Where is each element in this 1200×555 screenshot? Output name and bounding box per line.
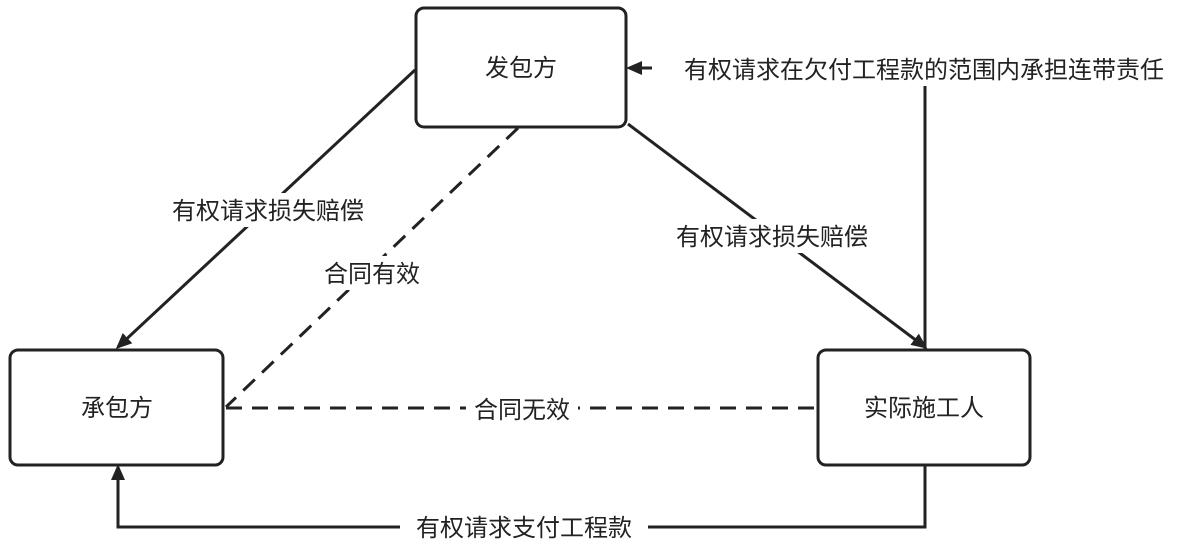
edge-label: 合同无效 (474, 396, 570, 424)
label-owner-to-contractor: 有权请求损失赔偿 (157, 193, 379, 227)
edge-label: 有权请求损失赔偿 (172, 197, 364, 225)
label-builder-to-contractor: 有权请求支付工程款 (400, 510, 648, 544)
node-label: 发包方 (485, 54, 557, 82)
edge-label: 有权请求在欠付工程款的范围内承担连带责任 (684, 56, 1164, 84)
node-contractor: 承包方 (8, 348, 225, 467)
label-owner-to-builder: 有权请求损失赔偿 (661, 219, 883, 253)
label-owner-contractor-contract: 合同有效 (316, 256, 428, 290)
edge-owner-contractor-contract (224, 126, 520, 409)
edge-label: 有权请求支付工程款 (416, 514, 632, 542)
node-label: 实际施工人 (864, 394, 984, 422)
node-label: 承包方 (81, 394, 153, 422)
node-actual-builder: 实际施工人 (816, 348, 1032, 467)
edge-label: 合同有效 (324, 260, 420, 288)
edge-builder-to-owner (626, 61, 927, 349)
node-contractor-owner: 发包方 (414, 6, 628, 129)
edge-label: 有权请求损失赔偿 (676, 223, 868, 251)
label-contractor-builder-contract: 合同无效 (466, 392, 578, 426)
label-builder-to-owner: 有权请求在欠付工程款的范围内承担连带责任 (652, 52, 1196, 86)
